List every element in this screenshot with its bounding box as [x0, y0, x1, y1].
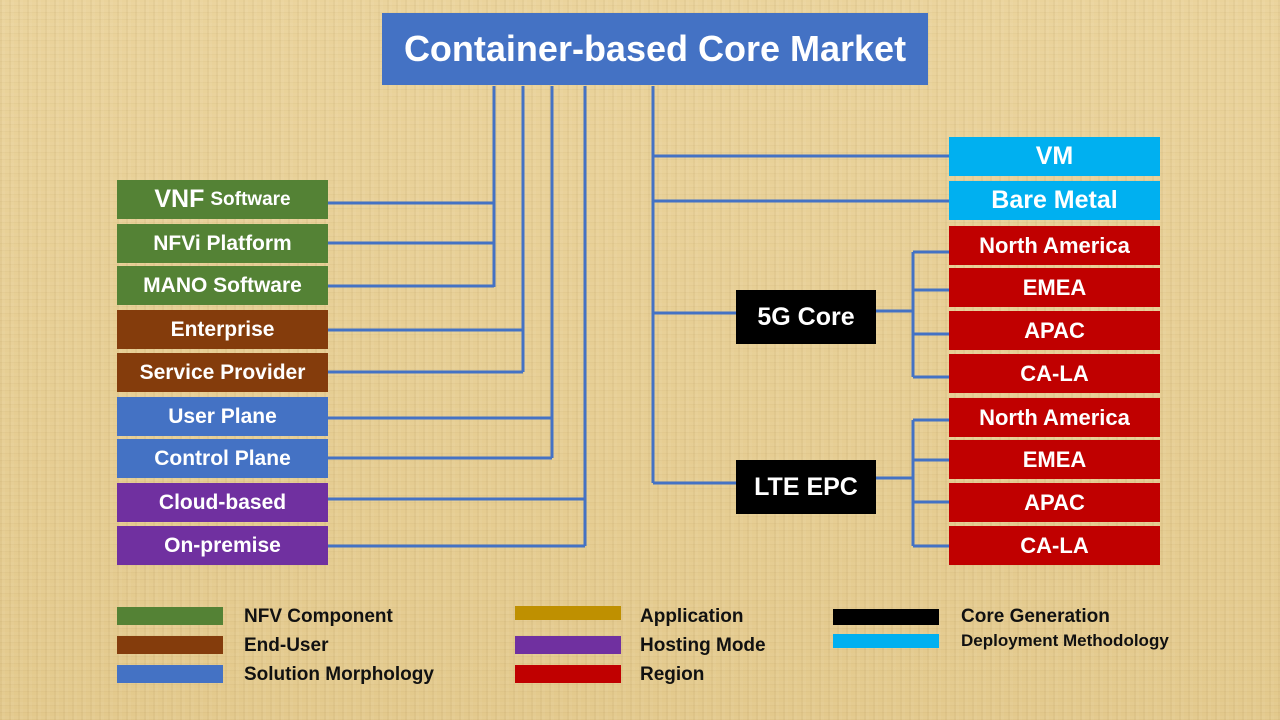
core-lte-epc: LTE EPC	[736, 460, 876, 514]
legend-swatch-solution-morphology	[117, 665, 223, 683]
legend-label-nfv-component: NFV Component	[244, 606, 393, 627]
region-5g-emea: EMEA	[949, 268, 1160, 307]
legend-swatch-hosting-mode	[515, 636, 621, 654]
region-5g-north-america: North America	[949, 226, 1160, 265]
region-lte-north-america: North America	[949, 398, 1160, 437]
legend-label-region: Region	[640, 664, 705, 685]
region-lte-ca-la: CA-LA	[949, 526, 1160, 565]
legend-swatch-core-generation	[833, 609, 939, 625]
legend-label-hosting-mode: Hosting Mode	[640, 635, 766, 656]
deployment-bare-metal: Bare Metal	[949, 181, 1160, 220]
deployment-vm: VM	[949, 137, 1160, 176]
segment-cloud-based: Cloud-based	[117, 483, 328, 522]
segment-nfvi-platform: NFVi Platform	[117, 224, 328, 263]
segment-service-provider: Service Provider	[117, 353, 328, 392]
legend-swatch-deployment-methodology	[833, 634, 939, 648]
region-lte-apac: APAC	[949, 483, 1160, 522]
legend-swatch-nfv-component	[117, 607, 223, 625]
core-5g: 5G Core	[736, 290, 876, 344]
segment-on-premise: On-premise	[117, 526, 328, 565]
region-5g-apac: APAC	[949, 311, 1160, 350]
market-title: Container-based Core Market	[382, 13, 928, 85]
segment-vnf-main: VNF	[154, 185, 205, 213]
region-lte-emea: EMEA	[949, 440, 1160, 479]
segment-vnf-rest: Software	[210, 188, 291, 210]
segment-mano-software: MANO Software	[117, 266, 328, 305]
legend-label-solution-morphology: Solution Morphology	[244, 664, 434, 685]
legend-label-deployment-methodology: Deployment Methodology	[961, 631, 1169, 650]
legend-swatch-region	[515, 665, 621, 683]
legend-label-application: Application	[640, 606, 744, 627]
legend-label-end-user: End-User	[244, 635, 329, 656]
legend-swatch-application	[515, 606, 621, 620]
region-5g-ca-la: CA-LA	[949, 354, 1160, 393]
segment-user-plane: User Plane	[117, 397, 328, 436]
segment-control-plane: Control Plane	[117, 439, 328, 478]
segment-enterprise: Enterprise	[117, 310, 328, 349]
legend-label-core-generation: Core Generation	[961, 606, 1110, 627]
legend-swatch-end-user	[117, 636, 223, 654]
